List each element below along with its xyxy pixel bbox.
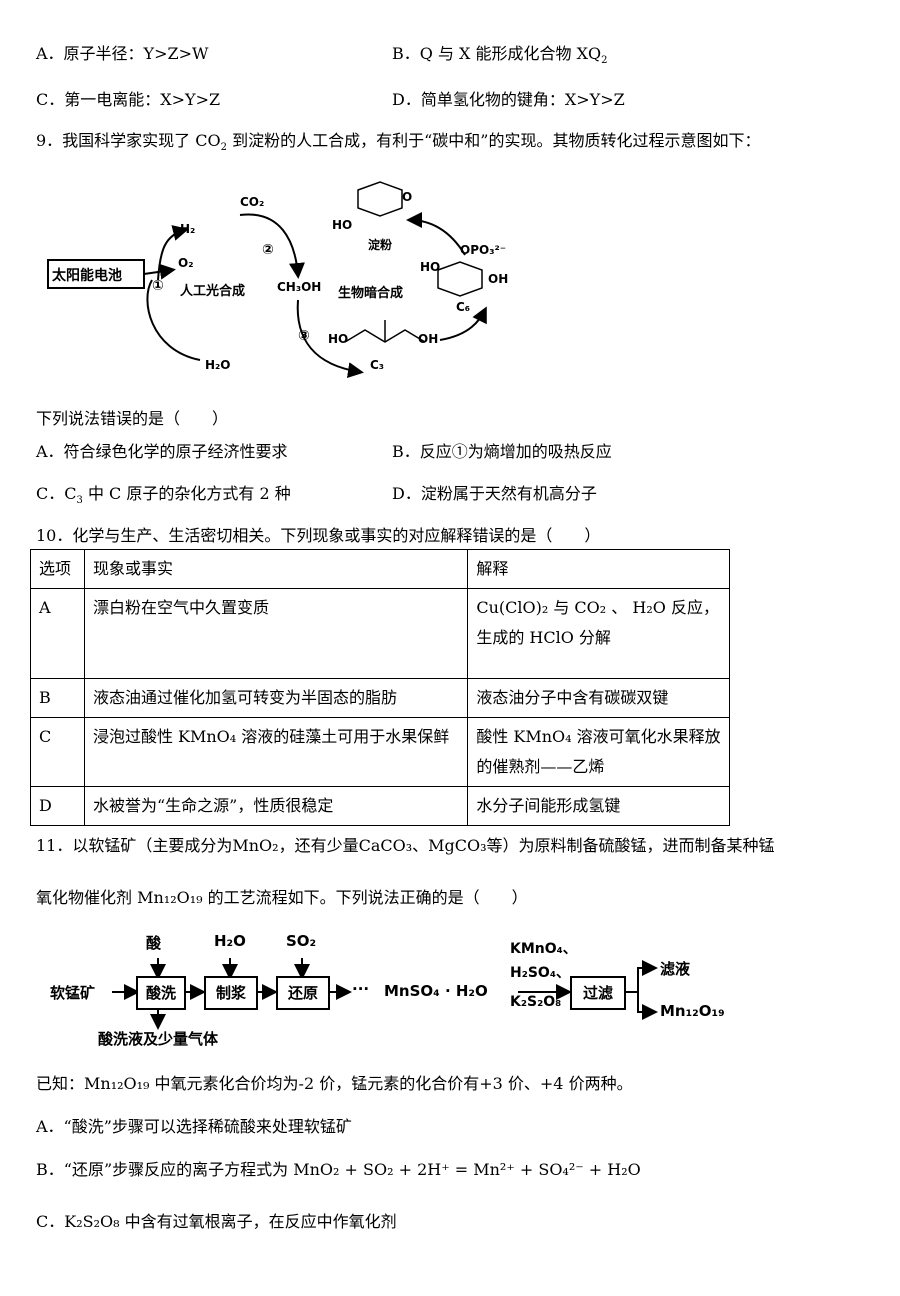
step1-marker: ① — [152, 278, 164, 294]
arrow-ch3oh-c3 — [296, 299, 364, 379]
ch3oh-label: CH₃OH — [277, 280, 322, 294]
row-option: B — [30, 678, 85, 718]
header-explain: 解释 — [467, 549, 730, 589]
mnso4-label: MnSO₄ · H₂O — [384, 982, 488, 1000]
wash-box: 酸洗 — [136, 976, 186, 1010]
q8-option-c: C．第一电离能：X>Y>Z — [36, 90, 221, 109]
flow-arrows-svg — [112, 958, 658, 1030]
waste-label: 酸洗液及少量气体 — [98, 1030, 219, 1048]
arrow-to-o2 — [143, 263, 176, 280]
row-fact: 浸泡过酸性 KMnO₄ 溶液的硅藻土可用于水果保鲜 — [83, 717, 469, 787]
arrow-c6-starch — [406, 212, 466, 256]
q8-option-b: B．Q 与 X 能形成化合物 XQ2 — [392, 44, 608, 67]
reagent-kmno4: KMnO₄、 — [510, 941, 577, 957]
q10-stem: 10．化学与生产、生活密切相关。下列现象或事实的对应解释错误的是（ ） — [36, 526, 601, 545]
conversion-diagram-svg — [47, 181, 487, 379]
row-fact: 水被誉为“生命之源”，性质很稳定 — [83, 786, 469, 826]
filter-box: 过滤 — [570, 976, 626, 1010]
row-explain: 液态油分子中含有碳碳双键 — [467, 678, 730, 718]
q9-stem: 9．我国科学家实现了 CO2 到淀粉的人工合成，有利于“碳中和”的实现。其物质转… — [36, 131, 761, 154]
q11-stem-line1: 11．以软锰矿（主要成分为MnO₂，还有少量CaCO₃、MgCO₃等）为原料制备… — [36, 836, 775, 855]
so2-flow-label: SO₂ — [286, 932, 317, 950]
q8-option-d: D．简单氢化物的键角：X>Y>Z — [392, 90, 625, 109]
opo3-label: OPO₃²⁻ — [460, 243, 507, 257]
c3-ho-label: HO — [328, 332, 349, 346]
table-row: B 液态油通过催化加氢可转变为半固态的脂肪 液态油分子中含有碳碳双键 — [30, 678, 730, 718]
q11-option-b: B．“还原”步骤反应的离子方程式为 MnO₂ + SO₂ + 2H⁺ = Mn²… — [36, 1160, 641, 1179]
row-explain: 酸性 KMnO₄ 溶液可氧化水果释放的催熟剂——乙烯 — [467, 717, 730, 787]
q11-option-a: A．“酸洗”步骤可以选择稀硫酸来处理软锰矿 — [36, 1117, 352, 1136]
o2-label: O₂ — [178, 256, 194, 270]
q8-option-a: A．原子半径：Y>Z>W — [36, 44, 209, 63]
q9-option-a: A．符合绿色化学的原子经济性要求 — [36, 442, 288, 461]
header-option: 选项 — [30, 549, 85, 589]
starch-o-label: O — [402, 190, 413, 204]
arrow-to-h2 — [157, 225, 189, 281]
q11-option-c: C．K₂S₂O₈ 中含有过氧根离子，在反应中作氧化剂 — [36, 1212, 397, 1231]
h2o-label: H₂O — [205, 358, 231, 372]
row-option: D — [30, 786, 85, 826]
q9-option-d: D．淀粉属于天然有机高分子 — [392, 484, 597, 503]
header-fact: 现象或事实 — [83, 549, 469, 589]
h2o-flow-label: H₂O — [214, 932, 246, 950]
acid-label: 酸 — [146, 934, 162, 952]
q9-option-b: B．反应①为熵增加的吸热反应 — [392, 442, 612, 461]
flow-dots: ··· — [352, 980, 370, 998]
row-option: C — [30, 717, 85, 787]
arrow-from-h2o — [146, 279, 201, 361]
starch-ring — [357, 181, 403, 217]
c6-ring — [437, 261, 483, 297]
reduce-box: 还原 — [276, 976, 330, 1010]
solar-battery-label: 太阳能电池 — [52, 268, 122, 284]
q11-flow-diagram: 软锰矿 酸 酸洗 H₂O 制浆 SO₂ 还原 ··· MnSO₄ · H₂O K… — [50, 930, 750, 1055]
table-row: D 水被誉为“生命之源”，性质很稳定 水分子间能形成氢键 — [30, 786, 730, 826]
q11-known: 已知：Mn₁₂O₁₉ 中氧元素化合价均为-2 价，锰元素的化合价有+3 价、+4… — [36, 1074, 633, 1093]
arrow-to-product — [637, 992, 658, 1020]
table-row: A 漂白粉在空气中久置变质 Cu(ClO)₂ 与 CO₂ 、 H₂O 反应，生成… — [30, 588, 730, 679]
co2-label: CO₂ — [240, 195, 265, 209]
step3-marker: ③ — [298, 328, 310, 344]
solar-battery-box — [47, 259, 145, 289]
bio-synthesis-label: 生物暗合成 — [338, 286, 404, 301]
table-header-row: 选项 现象或事实 解释 — [30, 549, 730, 589]
row-fact: 液态油通过催化加氢可转变为半固态的脂肪 — [83, 678, 469, 718]
c6-ho-label: HO — [420, 260, 441, 274]
row-explain: Cu(ClO)₂ 与 CO₂ 、 H₂O 反应，生成的 HClO 分解 — [467, 588, 730, 679]
row-explain: 水分子间能形成氢键 — [467, 786, 730, 826]
c3-oh-label: OH — [418, 332, 439, 346]
arrow-to-filtrate — [626, 960, 658, 993]
reagent-k2s2o8: K₂S₂O₈ — [510, 994, 562, 1010]
c6-oh-label: OH — [488, 272, 509, 286]
step2-marker: ② — [262, 242, 274, 258]
h2-label: H₂ — [180, 222, 196, 236]
row-fact: 漂白粉在空气中久置变质 — [83, 588, 469, 679]
q9-diagram: 太阳能电池 H₂ O₂ ① 人工光合成 H₂O CO₂ ② CH₃OH ③ 生物… — [40, 160, 540, 390]
q10-table: 选项 现象或事实 解释 A 漂白粉在空气中久置变质 Cu(ClO)₂ 与 CO₂… — [30, 549, 730, 826]
filtrate-label: 滤液 — [660, 960, 691, 978]
arrow-c3-c6 — [439, 306, 487, 341]
artificial-synthesis-label: 人工光合成 — [180, 284, 246, 299]
c6-label: C₆ — [456, 300, 471, 314]
starch-ho-label: HO — [332, 218, 353, 232]
q11-stem-line2: 氧化物催化剂 Mn₁₂O₁₉ 的工艺流程如下。下列说法正确的是（ ） — [36, 888, 528, 907]
row-option: A — [30, 588, 85, 679]
starch-label: 淀粉 — [368, 238, 393, 252]
c3-label: C₃ — [370, 358, 385, 372]
reagent-h2so4: H₂SO₄、 — [510, 965, 570, 981]
q9-question: 下列说法错误的是（ ） — [36, 409, 229, 428]
table-row: C 浸泡过酸性 KMnO₄ 溶液的硅藻土可用于水果保鲜 酸性 KMnO₄ 溶液可… — [30, 717, 730, 787]
slurry-box: 制浆 — [204, 976, 258, 1010]
ore-label: 软锰矿 — [50, 984, 96, 1002]
product-label: Mn₁₂O₁₉ — [660, 1002, 725, 1020]
q9-option-c: C．C3 中 C 原子的杂化方式有 2 种 — [36, 484, 291, 507]
arrow-co2-ch3oh — [239, 213, 305, 279]
